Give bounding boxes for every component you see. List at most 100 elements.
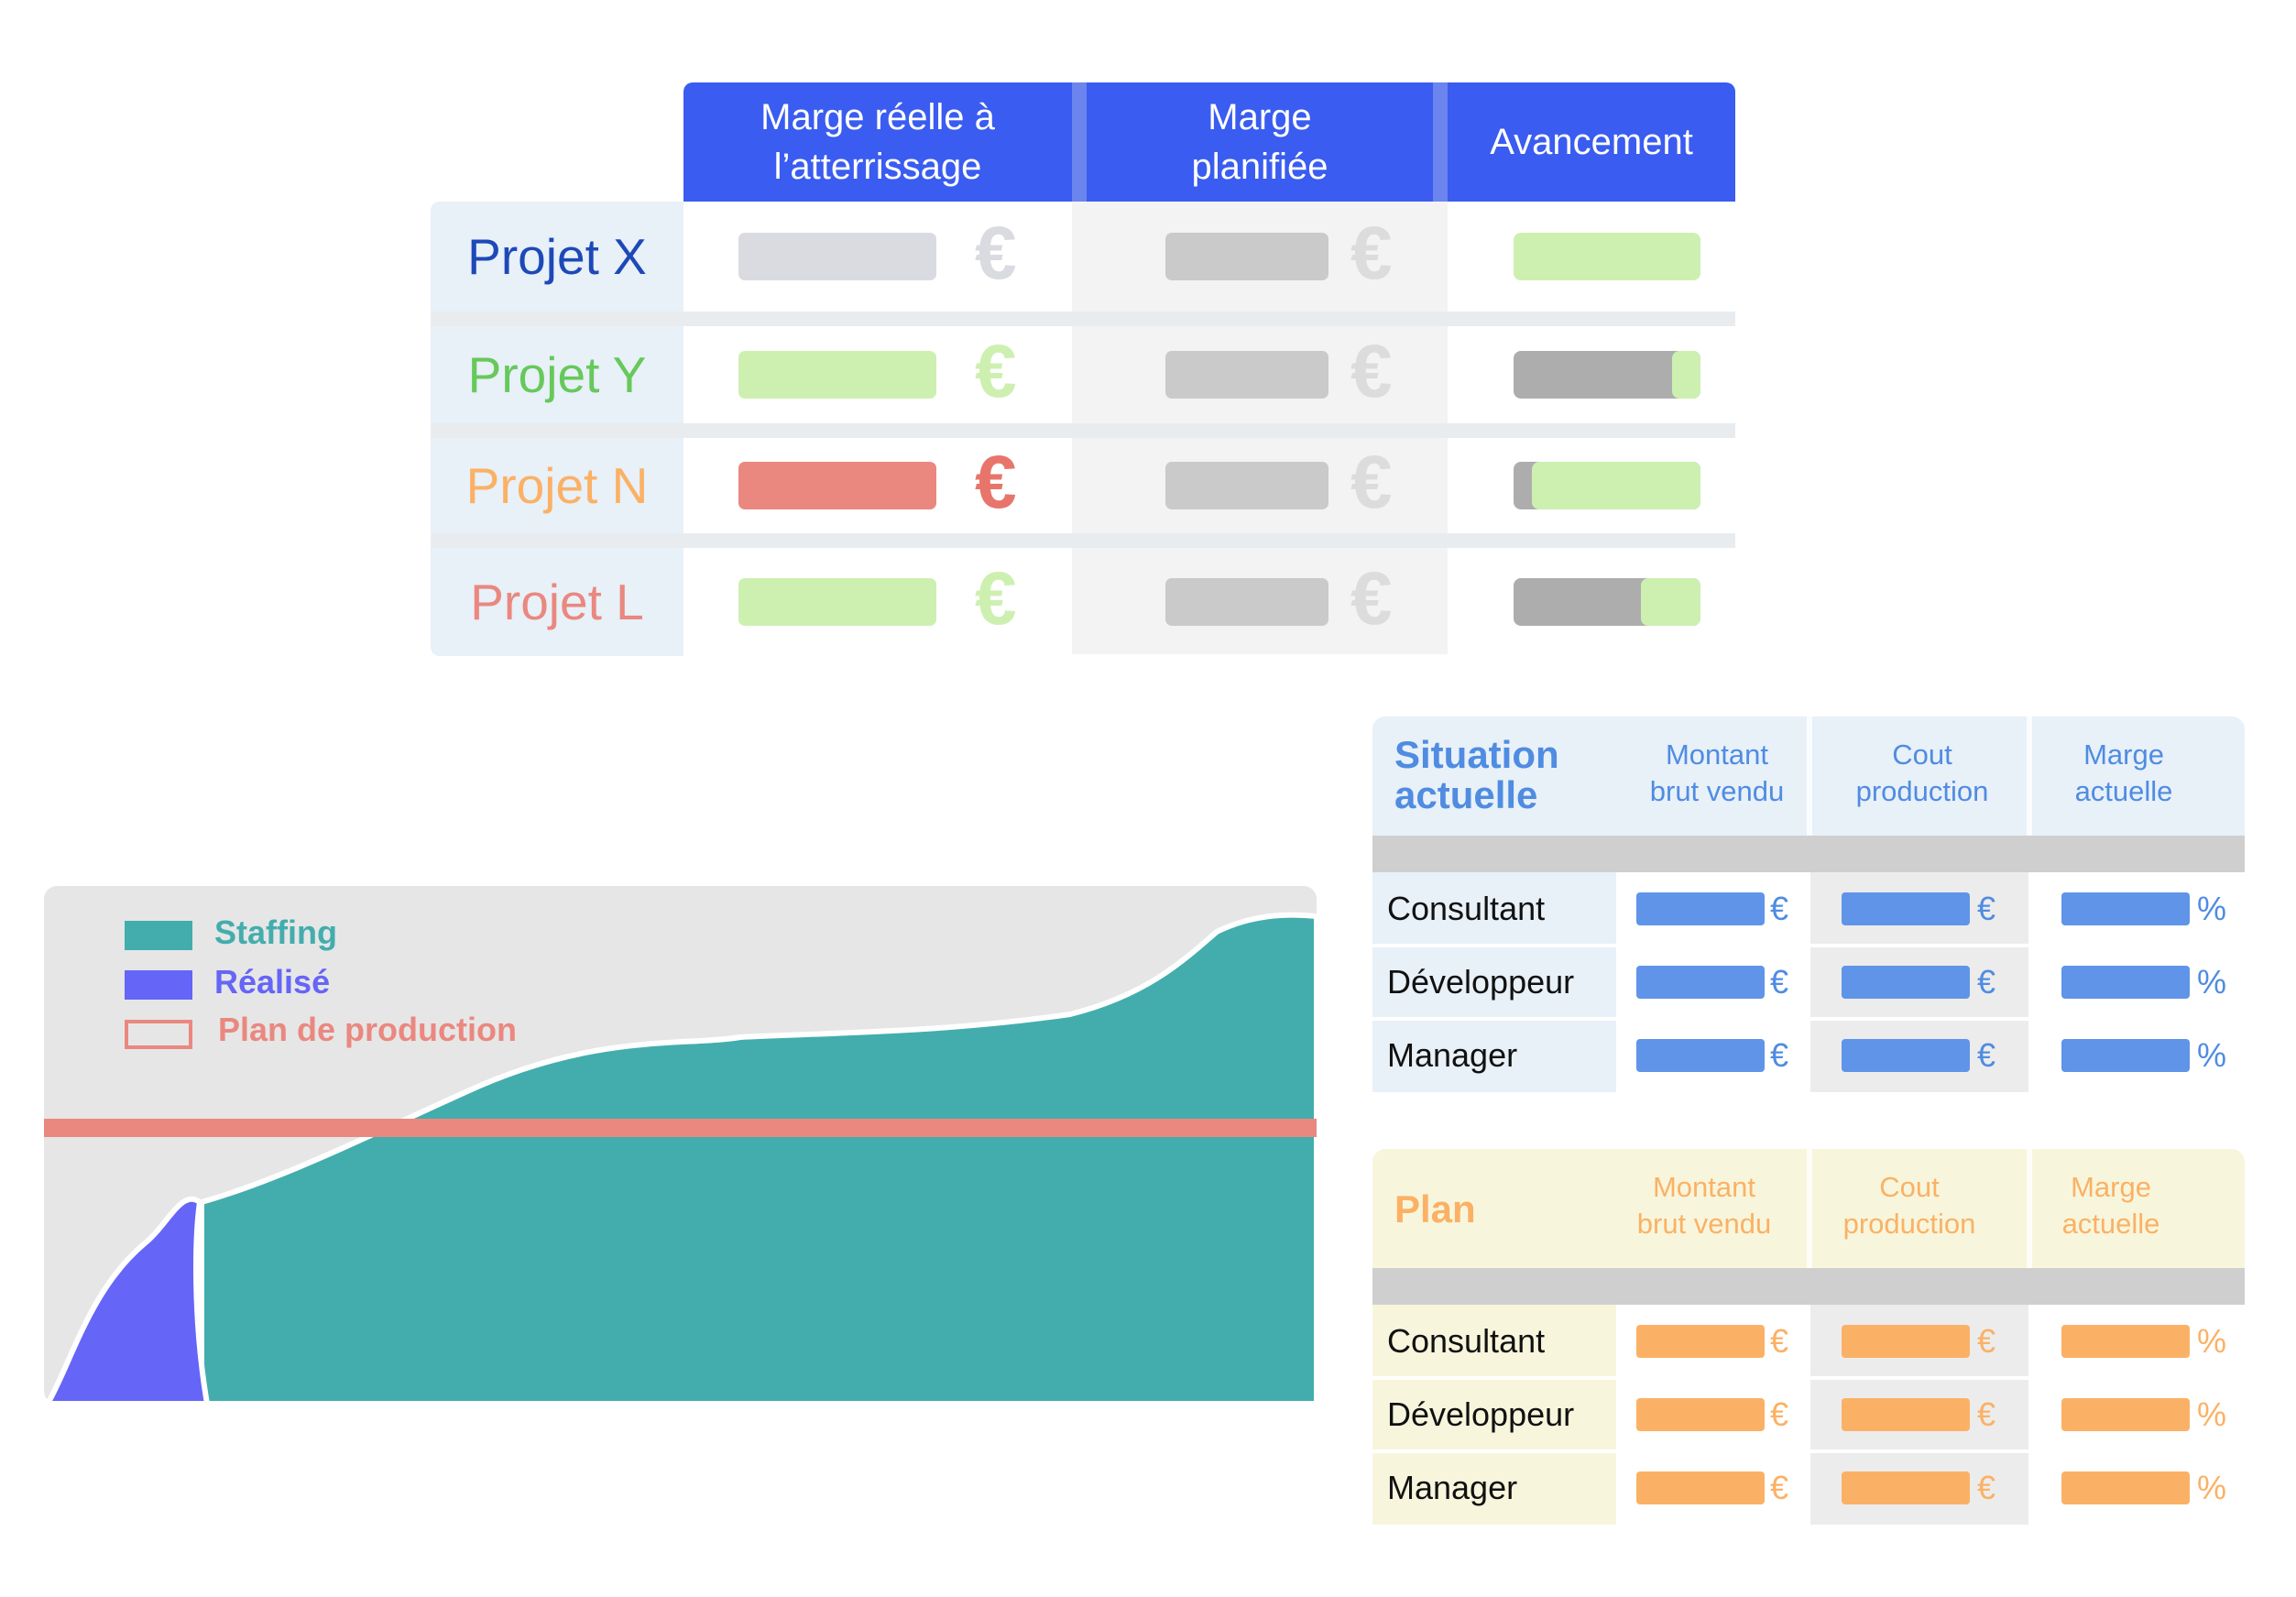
avancement-progress xyxy=(1514,462,1700,509)
table-header-bar xyxy=(683,82,1735,202)
column-divider xyxy=(2028,872,2032,1092)
euro-icon: € xyxy=(1350,330,1393,413)
header-marge-planifiee: Marge planifiée xyxy=(1087,82,1433,202)
legend-swatch-staffing xyxy=(125,921,192,950)
plan-title: Plan xyxy=(1394,1187,1476,1231)
project-name: Projet X xyxy=(467,228,647,285)
percent-icon: % xyxy=(2197,963,2227,1001)
euro-icon: € xyxy=(1977,1036,1996,1074)
situation-value-bar xyxy=(1842,892,1970,925)
header-divider xyxy=(2027,1149,2032,1268)
euro-icon: € xyxy=(1977,890,1996,927)
euro-icon: € xyxy=(975,330,1017,413)
header-divider xyxy=(1807,716,1812,836)
plan-label-column xyxy=(1372,1305,1616,1525)
staffing-chart-svg xyxy=(42,886,1319,1422)
percent-icon: % xyxy=(2197,1395,2227,1433)
euro-icon: € xyxy=(1770,963,1789,1001)
situation-column-header: Marge actuelle xyxy=(2074,738,2173,807)
percent-icon: % xyxy=(2197,890,2227,927)
plan-row-label: Développeur xyxy=(1387,1395,1575,1433)
marge-reelle-bar xyxy=(738,233,936,280)
percent-icon: % xyxy=(2197,1469,2227,1506)
row-separator xyxy=(1372,944,2245,947)
legend-label-realise: Réalisé xyxy=(214,963,331,1001)
column-divider xyxy=(2028,1305,2032,1525)
project-name: Projet L xyxy=(470,574,644,630)
marge-reelle-bar xyxy=(738,351,936,399)
header-divider xyxy=(1433,82,1448,202)
euro-icon: € xyxy=(1770,1036,1789,1074)
marge-reelle-bar xyxy=(738,462,936,509)
euro-icon: € xyxy=(1977,1322,1996,1360)
plan-value-bar xyxy=(1842,1398,1970,1431)
plan-value-bar xyxy=(2061,1471,2190,1504)
situation-row-label: Consultant xyxy=(1387,890,1546,927)
row-separator xyxy=(1372,1017,2245,1021)
percent-icon: % xyxy=(2197,1036,2227,1074)
euro-icon: € xyxy=(1350,441,1393,524)
column-divider xyxy=(1616,872,1620,1092)
plan-value-bar xyxy=(1636,1398,1765,1431)
plan-column-header: Cout production xyxy=(1842,1171,1976,1240)
marge-planifiee-bar xyxy=(1165,462,1328,509)
plan-value-bar xyxy=(2061,1398,2190,1431)
euro-icon: € xyxy=(1770,1395,1789,1433)
project-name: Projet Y xyxy=(467,346,647,403)
percent-icon: % xyxy=(2197,1322,2227,1360)
row-separator xyxy=(1372,1376,2245,1380)
row-separator xyxy=(431,533,1735,548)
situation-value-bar xyxy=(1842,966,1970,999)
header-avancement-text: Avancement xyxy=(1490,122,1693,162)
euro-icon: € xyxy=(975,441,1017,524)
header-divider xyxy=(1072,82,1087,202)
plan-value-bar xyxy=(1842,1471,1970,1504)
plan-value-bar xyxy=(1636,1471,1765,1504)
avancement-progress-fill xyxy=(1672,351,1700,399)
marge-planifiee-bar xyxy=(1165,351,1328,399)
euro-icon: € xyxy=(1977,1395,1996,1433)
legend-swatch-plan xyxy=(125,1020,192,1049)
row-separator xyxy=(431,312,1735,326)
header-divider xyxy=(2027,716,2032,836)
euro-icon: € xyxy=(1350,557,1393,640)
situation-value-bar xyxy=(1842,1039,1970,1072)
realise-area xyxy=(42,1197,211,1406)
avancement-progress-fill xyxy=(1532,462,1700,509)
avancement-progress xyxy=(1514,351,1700,399)
plan-row-label: Consultant xyxy=(1387,1322,1546,1360)
euro-icon: € xyxy=(975,557,1017,640)
situation-label-column xyxy=(1372,872,1616,1092)
avancement-progress xyxy=(1514,233,1700,280)
situation-value-bar xyxy=(2061,892,2190,925)
header-divider xyxy=(1807,1149,1812,1268)
plan-row-label: Manager xyxy=(1387,1469,1518,1506)
header-marge-planifiee-text: Marge planifiée xyxy=(1191,97,1328,187)
project-name: Projet N xyxy=(465,457,649,514)
situation-header-separator xyxy=(1372,836,2245,872)
legend-label-staffing: Staffing xyxy=(214,913,337,951)
euro-icon: € xyxy=(1977,963,1996,1001)
situation-value-bar xyxy=(1636,892,1765,925)
row-separator xyxy=(1372,1449,2245,1453)
situation-value-bar xyxy=(1636,966,1765,999)
situation-value-bar xyxy=(1636,1039,1765,1072)
header-avancement: Avancement xyxy=(1448,82,1735,202)
avancement-progress xyxy=(1514,578,1700,626)
header-marge-reelle-text: Marge réelle à l’atterrissage xyxy=(760,97,995,187)
plan-column-header: Montant brut vendu xyxy=(1636,1171,1772,1240)
euro-icon: € xyxy=(1770,1469,1789,1506)
marge-reelle-bar xyxy=(738,578,936,626)
marge-planifiee-bar xyxy=(1165,578,1328,626)
situation-title: Situation actuelle xyxy=(1394,733,1559,816)
header-marge-reelle: Marge réelle à l’atterrissage xyxy=(683,82,1072,202)
plan-de-production-line xyxy=(44,1119,1317,1137)
plan-value-bar xyxy=(1842,1325,1970,1358)
situation-row-label: Manager xyxy=(1387,1036,1518,1074)
euro-icon: € xyxy=(1770,1322,1789,1360)
avancement-progress-fill xyxy=(1514,233,1700,280)
staffing-chart: Staffing Réalisé Plan de production xyxy=(42,886,1319,1422)
plan-column-header: Marge actuelle xyxy=(2061,1171,2160,1240)
euro-icon: € xyxy=(1770,890,1789,927)
situation-value-bar xyxy=(2061,1039,2190,1072)
